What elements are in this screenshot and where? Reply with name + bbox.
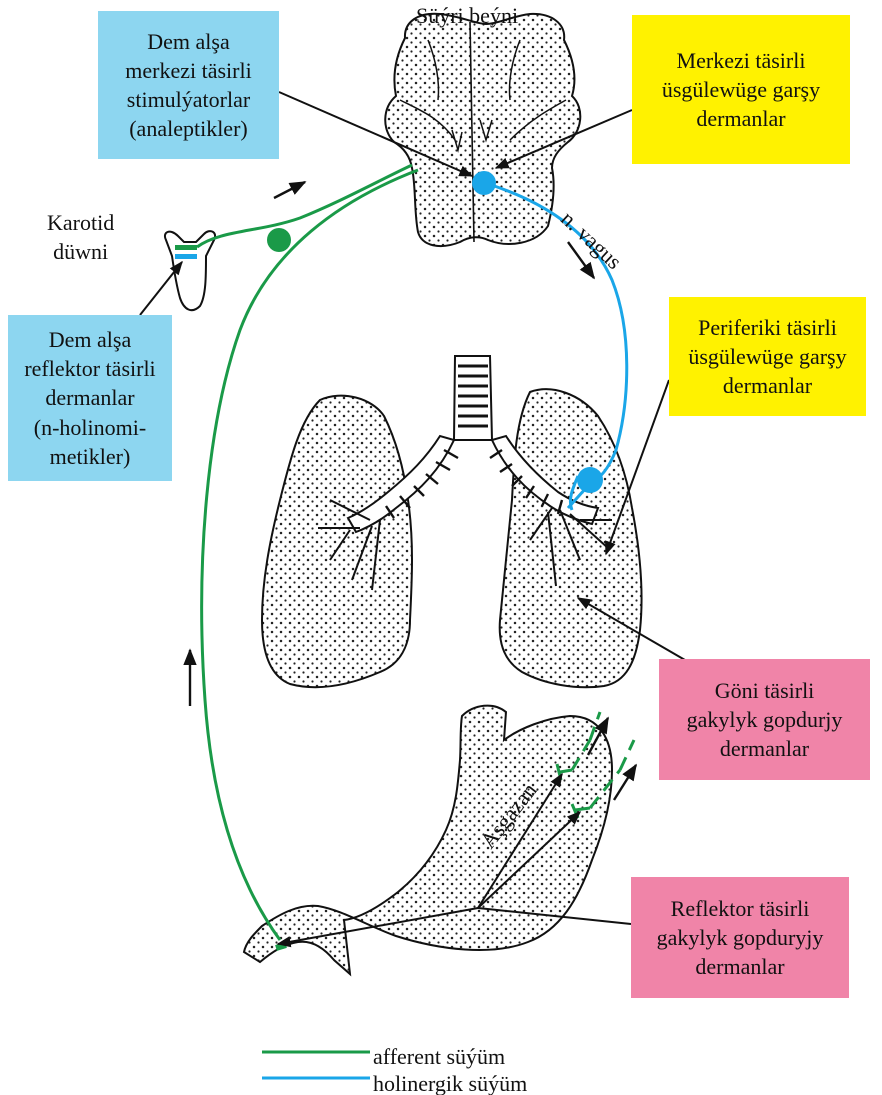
blue-receptor-dot-brain <box>472 171 496 195</box>
legend-afferent-label: afferent süýüm <box>373 1043 505 1072</box>
medulla-label: Süýri beýni <box>416 2 518 31</box>
respiratory-stimulants-box: Dem alşa merkezi täsirli stimulýatorlar … <box>98 11 279 159</box>
lungs-shape <box>262 356 642 687</box>
direct-expectorants-box: Göni täsirli gakylyk gopdurjy dermanlar <box>659 659 870 780</box>
peripheral-antitussives-box: Periferiki täsirli üsgülewüge garşy derm… <box>669 297 866 416</box>
blue-receptor-dot-lung <box>577 467 603 493</box>
green-receptor-dot <box>267 228 291 252</box>
legend-cholinergic-label: holinergik süýüm <box>373 1070 527 1095</box>
stomach-shape <box>244 706 612 974</box>
carotid-label: Karotid düwni <box>47 209 114 266</box>
reflex-expectorants-box: Reflektor täsirli gakylyk gopduryjy derm… <box>631 877 849 998</box>
reflex-respiratory-drugs-box: Dem alşa reflektor täsirli dermanlar (n-… <box>8 315 172 481</box>
central-antitussives-box: Merkezi täsirli üsgülewüge garşy dermanl… <box>632 15 850 164</box>
carotid-body-shape <box>165 231 215 310</box>
